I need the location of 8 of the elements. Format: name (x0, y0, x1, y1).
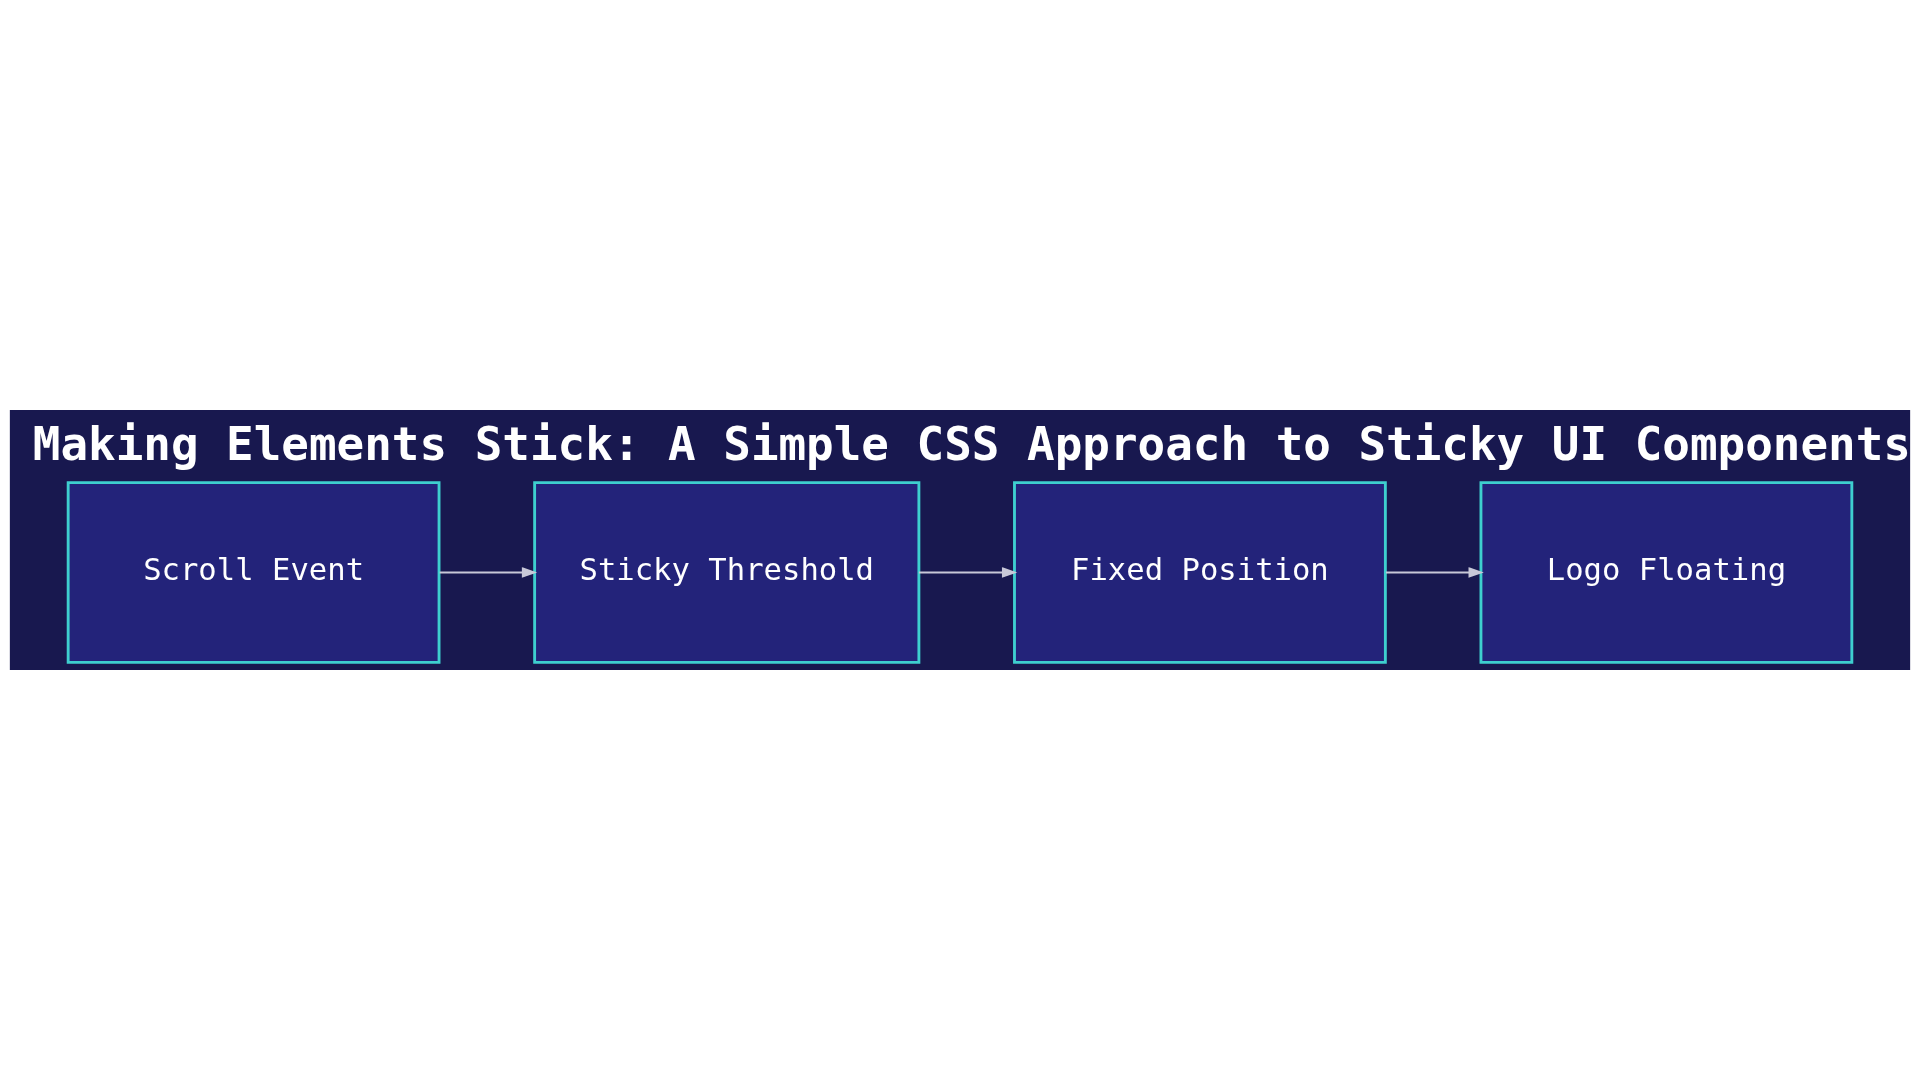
node-box: Fixed Position (1013, 481, 1387, 664)
node-box: Sticky Threshold (533, 481, 921, 664)
node-box: Logo Floating (1479, 481, 1854, 664)
node-box: Scroll Event (66, 481, 441, 664)
diagram-title: Making Elements Stick: A Simple CSS Approach to Sticky UI Components (32, 417, 1911, 472)
arrow (917, 567, 1018, 578)
arrow (438, 567, 538, 578)
arrow (1385, 567, 1484, 578)
